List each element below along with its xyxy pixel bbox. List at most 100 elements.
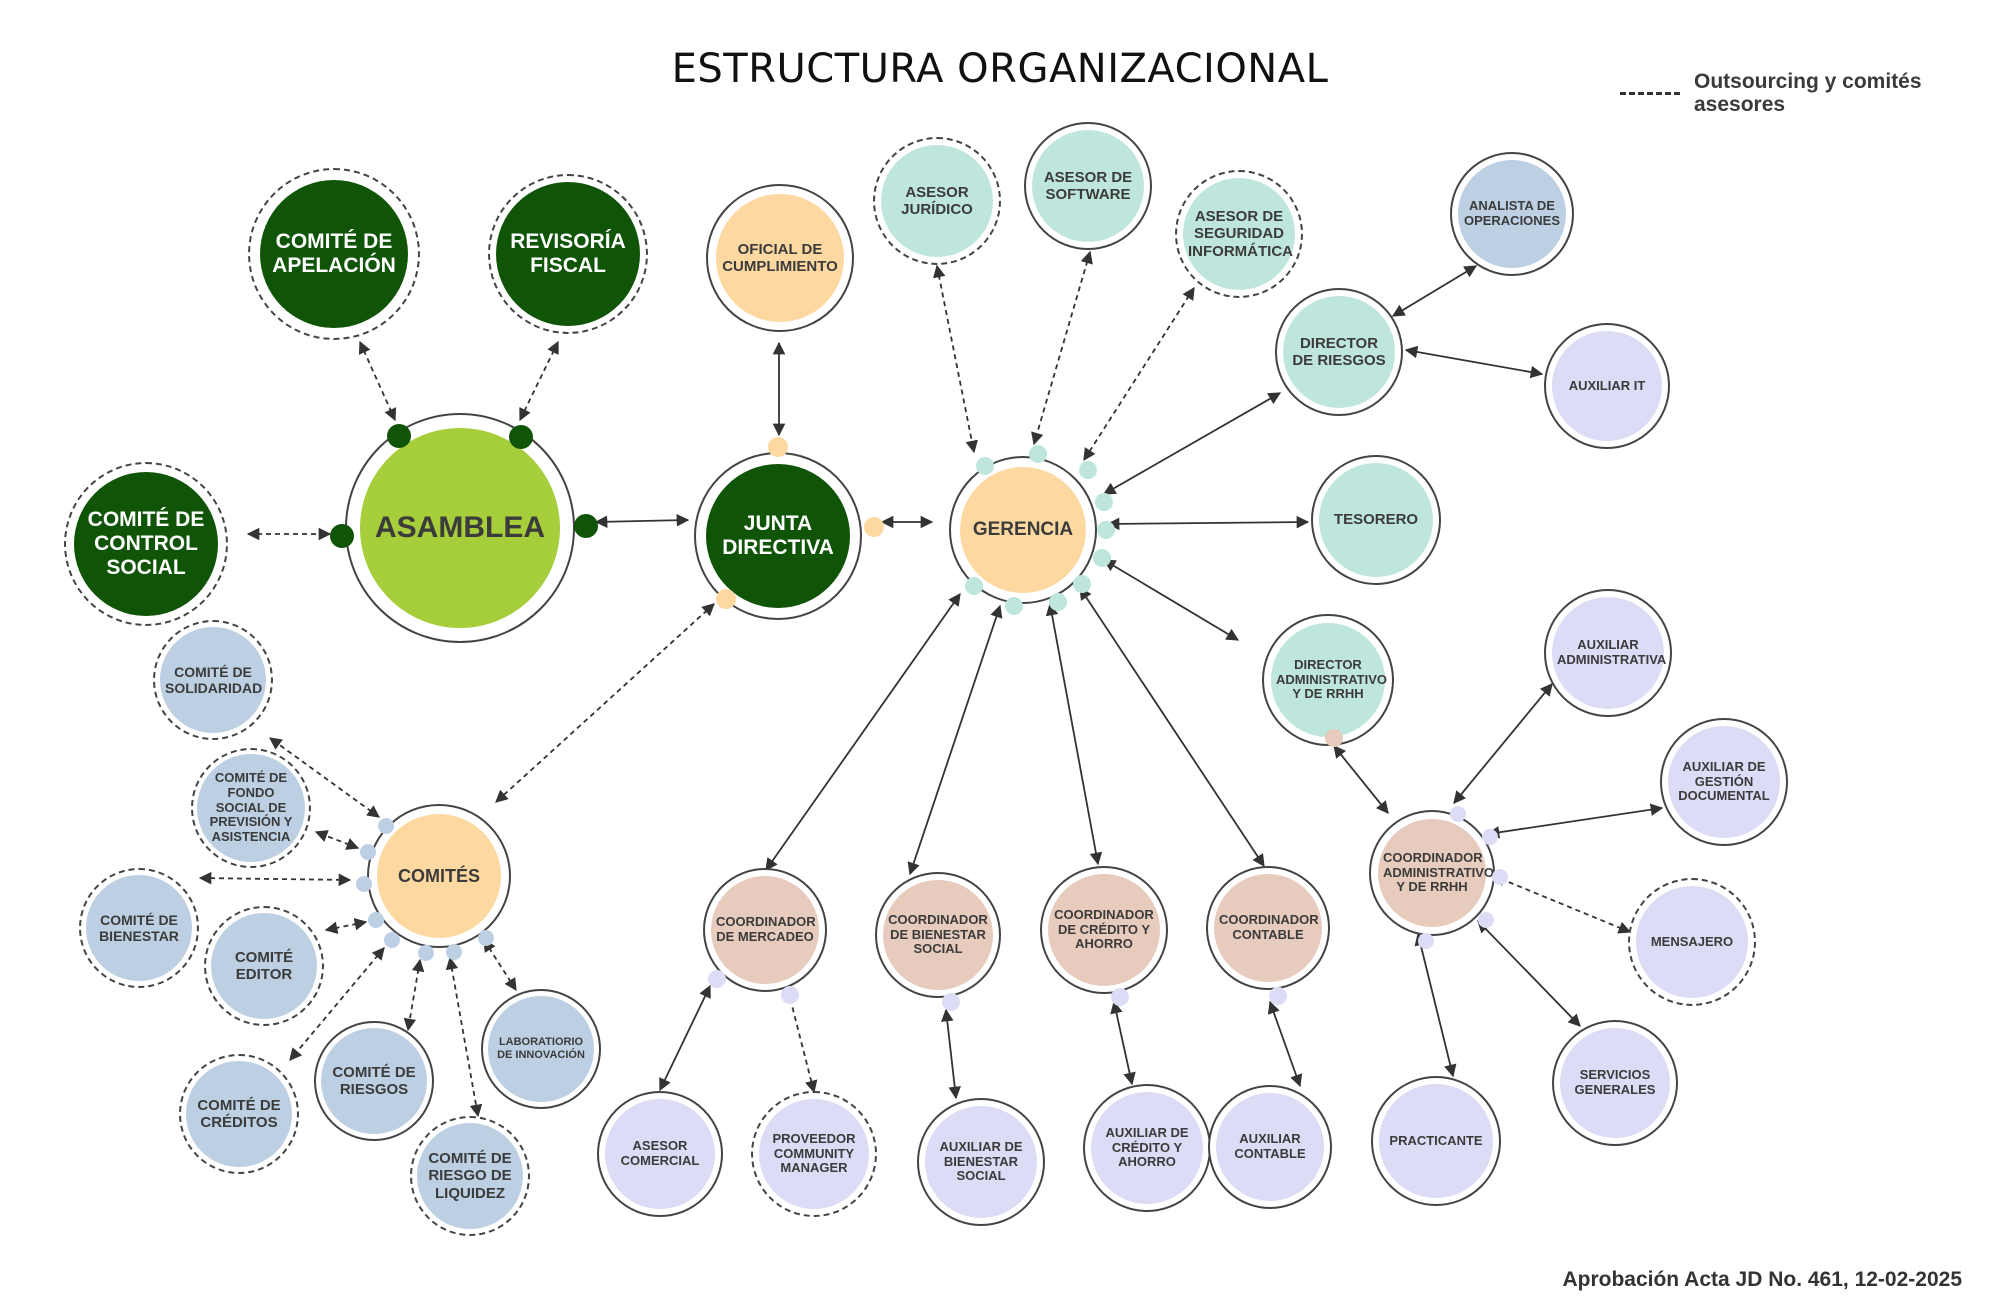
node-coord-contable: COORDINADOR CONTABLE bbox=[1206, 866, 1330, 990]
connector-arrow bbox=[1102, 392, 1282, 495]
connector-arrow bbox=[1106, 515, 1310, 531]
node-asamblea: ASAMBLEA bbox=[345, 413, 575, 643]
connector-arrow bbox=[1079, 586, 1265, 868]
node-fill: ASESOR COMERCIAL bbox=[605, 1099, 715, 1209]
connector-arrow bbox=[495, 603, 715, 803]
connector-dot bbox=[1325, 729, 1343, 747]
connector-dot bbox=[708, 970, 726, 988]
node-fill: DIRECTOR ADMINISTRATIVO Y DE RRHH bbox=[1271, 623, 1387, 737]
node-comite-apelacion: COMITÉ DE APELACIÓN bbox=[248, 168, 420, 340]
node-label: SERVICIOS GENERALES bbox=[1574, 1067, 1656, 1097]
node-label: MENSAJERO bbox=[1650, 933, 1734, 949]
connector-dot bbox=[387, 424, 411, 448]
connector-arrow bbox=[1477, 920, 1581, 1027]
connector-arrow bbox=[907, 604, 1003, 876]
connector-arrow bbox=[314, 830, 360, 850]
node-proveedor-cm: PROVEEDOR COMMUNITY MANAGER bbox=[751, 1091, 877, 1217]
connector-dot bbox=[1478, 912, 1494, 928]
node-label: COMITÉ DE SOLIDARIDAD bbox=[165, 663, 263, 696]
node-label: AUXILIAR DE CRÉDITO Y AHORRO bbox=[1105, 1124, 1189, 1170]
node-label: COMITÉ DE RIESGO DE LIQUIDEZ bbox=[428, 1150, 512, 1202]
connector-arrow bbox=[324, 918, 368, 934]
connector-dot bbox=[1005, 597, 1023, 615]
node-fill: AUXILIAR IT bbox=[1552, 331, 1662, 441]
node-fill: ASAMBLEA bbox=[360, 428, 560, 628]
node-label: LABORATIORIO DE INNOVACIÓN bbox=[497, 1036, 585, 1061]
connector-dot bbox=[478, 930, 494, 946]
node-fill: COMITÉ DE CONTROL SOCIAL bbox=[74, 472, 218, 616]
node-label: COMITÉ DE RIESGOS bbox=[332, 1063, 416, 1098]
node-label: ASESOR DE SOFTWARE bbox=[1043, 168, 1133, 203]
node-label: ASESOR DE SEGURIDAD INFORMÁTICA bbox=[1188, 208, 1293, 260]
node-fill: COMITÉ EDITOR bbox=[211, 913, 317, 1019]
node-tesorero: TESORERO bbox=[1311, 455, 1441, 585]
connector-arrow bbox=[198, 871, 352, 887]
node-comite-fondo-social: COMITÉ DE FONDO SOCIAL DE PREVISIÓN Y AS… bbox=[191, 748, 311, 868]
node-comite-solidaridad: COMITÉ DE SOLIDARIDAD bbox=[153, 620, 273, 740]
node-label: COMITÉ DE APELACIÓN bbox=[272, 229, 396, 277]
node-servicios-generales: SERVICIOS GENERALES bbox=[1552, 1020, 1678, 1146]
approval-note: Aprobación Acta JD No. 461, 12-02-2025 bbox=[1562, 1268, 1962, 1291]
connector-arrow bbox=[1031, 250, 1093, 446]
node-fill: COMITÉ DE CRÉDITOS bbox=[186, 1061, 292, 1167]
node-fill: COMITÉ DE RIESGO DE LIQUIDEZ bbox=[417, 1123, 523, 1229]
node-label: PRACTICANTE bbox=[1389, 1132, 1483, 1148]
node-comite-control-social: COMITÉ DE CONTROL SOCIAL bbox=[64, 462, 228, 626]
connector-dot bbox=[976, 457, 994, 475]
node-label: ASAMBLEA bbox=[375, 510, 545, 544]
page-title: ESTRUCTURA ORGANIZACIONAL bbox=[671, 46, 1329, 92]
connector-arrow bbox=[941, 1008, 961, 1100]
connector-dot bbox=[1418, 933, 1434, 949]
connector-arrow bbox=[1045, 602, 1103, 866]
node-label: ASESOR JURÍDICO bbox=[901, 183, 973, 218]
node-label: COORDINADOR DE BIENESTAR SOCIAL bbox=[888, 911, 988, 957]
connector-arrow bbox=[445, 956, 483, 1118]
connector-arrow bbox=[1333, 745, 1389, 814]
connector-arrow bbox=[1414, 932, 1457, 1078]
connector-dot bbox=[509, 425, 533, 449]
node-asesor-comercial: ASESOR COMERCIAL bbox=[597, 1091, 723, 1217]
node-fill: COMITÉ DE SOLIDARIDAD bbox=[160, 627, 266, 733]
node-fill: COMITÉ DE RIESGOS bbox=[321, 1028, 427, 1134]
node-fill: ANALISTA DE OPERACIONES bbox=[1458, 160, 1566, 268]
connector-dot bbox=[942, 993, 960, 1011]
node-aux-administrativa: AUXILIAR ADMINISTRATIVA bbox=[1544, 589, 1672, 717]
connector-arrow bbox=[483, 938, 517, 992]
node-coord-credito: COORDINADOR DE CRÉDITO Y AHORRO bbox=[1040, 866, 1168, 994]
connector-dot bbox=[716, 589, 736, 609]
node-coord-admin: COORDINADOR ADMINISTRATIVO Y DE RRHH bbox=[1369, 810, 1495, 936]
connector-arrow bbox=[594, 513, 690, 529]
connector-dot bbox=[1049, 593, 1067, 611]
node-label: COMITÉ DE CRÉDITOS bbox=[197, 1096, 281, 1131]
connector-dot bbox=[356, 876, 372, 892]
connector-dot bbox=[1029, 445, 1047, 463]
node-label: DIRECTOR DE RIESGOS bbox=[1292, 334, 1386, 369]
connector-dot bbox=[965, 577, 983, 595]
connector-arrow bbox=[1453, 683, 1553, 804]
connector-dot bbox=[1097, 521, 1115, 539]
node-label: PROVEEDOR COMMUNITY MANAGER bbox=[772, 1130, 856, 1176]
connector-arrow bbox=[403, 958, 425, 1032]
node-fill: AUXILIAR CONTABLE bbox=[1216, 1093, 1324, 1201]
node-director-admin: DIRECTOR ADMINISTRATIVO Y DE RRHH bbox=[1262, 614, 1394, 746]
connector-arrow bbox=[659, 984, 711, 1092]
connector-dot bbox=[781, 986, 799, 1004]
connector-arrow bbox=[784, 988, 818, 1094]
node-fill: SERVICIOS GENERALES bbox=[1560, 1028, 1670, 1138]
node-label: COMITÉ DE FONDO SOCIAL DE PREVISIÓN Y AS… bbox=[209, 769, 293, 845]
connector-arrow bbox=[933, 264, 978, 454]
node-label: AUXILIAR ADMINISTRATIVA bbox=[1557, 637, 1667, 667]
node-fill: MENSAJERO bbox=[1636, 886, 1748, 998]
node-fill: ASESOR DE SEGURIDAD INFORMÁTICA bbox=[1183, 178, 1295, 290]
node-label: AUXILIAR CONTABLE bbox=[1234, 1131, 1306, 1161]
connector-arrow bbox=[765, 592, 961, 872]
node-fill: ASESOR JURÍDICO bbox=[881, 145, 993, 257]
legend-label: Outsourcing y comités asesores bbox=[1694, 70, 1922, 116]
node-asesor-software: ASESOR DE SOFTWARE bbox=[1024, 122, 1152, 250]
connector-arrow bbox=[1492, 874, 1632, 934]
connector-dot bbox=[864, 517, 884, 537]
connector-arrow bbox=[1404, 345, 1544, 379]
node-comite-editor: COMITÉ EDITOR bbox=[204, 906, 324, 1026]
connector-dot bbox=[330, 524, 354, 548]
node-label: COMITÉ EDITOR bbox=[234, 948, 294, 983]
